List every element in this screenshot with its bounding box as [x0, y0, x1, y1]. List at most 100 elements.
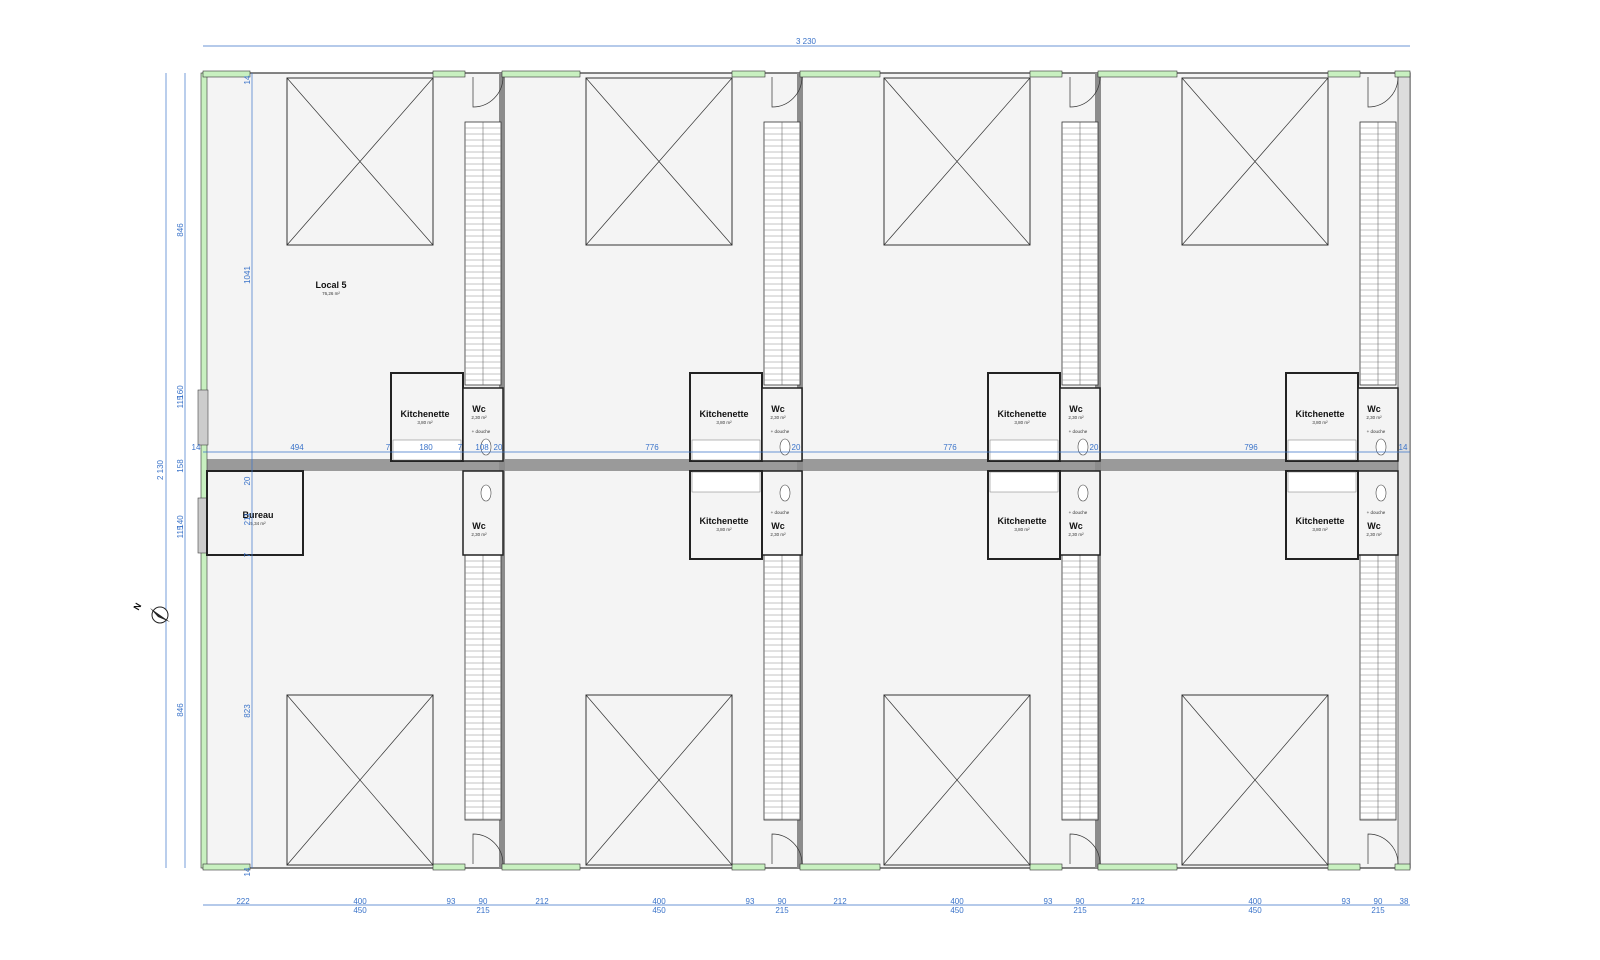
wc-room — [462, 470, 504, 556]
dimension-bottom-total: 215 — [476, 906, 490, 915]
wc-area: 2,30 m² — [770, 532, 786, 537]
dimension-bottom: 212 — [535, 897, 549, 906]
wc-label: Wc — [472, 404, 486, 414]
dimension-bottom: 38 — [1400, 897, 1409, 906]
wc-area: 2,30 m² — [1366, 415, 1382, 420]
bureau-room — [206, 470, 304, 556]
loading-door-zone — [1181, 77, 1329, 246]
bottom-window — [1029, 863, 1063, 871]
bureau-label: Bureau — [242, 510, 273, 520]
dimension-total-height: 2 130 — [156, 459, 165, 480]
wc-room — [1357, 470, 1399, 556]
dimension-corridor: 776 — [943, 443, 957, 452]
door-swing — [1069, 76, 1101, 108]
bureau-area: 5,34 m² — [250, 521, 266, 526]
dimension-bottom-total: 215 — [1073, 906, 1087, 915]
dimension-left: 115 — [176, 525, 185, 538]
dimension-bottom: 400 — [1248, 897, 1262, 906]
toilet-icon — [1375, 438, 1387, 456]
dimension-bottom-total: 450 — [1248, 906, 1262, 915]
wc-room — [761, 470, 803, 556]
wc-label: Wc — [771, 521, 785, 531]
dimension-corridor: 7 — [386, 443, 391, 452]
dimension-corridor: 108 — [475, 443, 489, 452]
dimension-bottom: 93 — [746, 897, 755, 906]
top-window — [1394, 70, 1411, 78]
dimension-left: 158 — [176, 459, 185, 473]
dimension-bottom-total: 450 — [353, 906, 367, 915]
east-wall — [1397, 72, 1411, 869]
room-label-local-5: Local 5 — [315, 280, 346, 290]
door-swing — [472, 833, 504, 865]
wc-area: 2,30 m² — [471, 415, 487, 420]
dimension-bottom: 222 — [236, 897, 250, 906]
unit-2 — [585, 76, 803, 866]
kitchenette-area: 3,80 m² — [1312, 527, 1328, 532]
toilet-icon — [779, 438, 791, 456]
loading-door-zone — [883, 694, 1031, 866]
top-window — [731, 70, 766, 78]
kitchenette-area: 3,80 m² — [1014, 420, 1030, 425]
loading-door-zone — [286, 77, 434, 246]
north-label: N — [131, 601, 143, 612]
wc-area: 2,30 m² — [1068, 532, 1084, 537]
dimension-bottom-total: 450 — [950, 906, 964, 915]
corridor-wall — [203, 459, 1410, 471]
dimension-left: 160 — [176, 385, 185, 399]
bottom-window — [501, 863, 581, 871]
wc-note: + douche — [1367, 510, 1386, 515]
loading-door-cross — [286, 694, 434, 866]
bottom-window — [1394, 863, 1411, 871]
dimension-bottom: 93 — [1342, 897, 1351, 906]
dimension-corridor: 7 — [458, 443, 463, 452]
bottom-window — [1327, 863, 1361, 871]
kitchen-counter — [1287, 439, 1357, 461]
bottom-window — [1097, 863, 1178, 871]
kitchenette-area: 3,80 m² — [1014, 527, 1030, 532]
loading-door-cross — [1181, 77, 1329, 246]
dimension-corridor: 14 — [1399, 443, 1408, 452]
kitchen-counter — [1287, 471, 1357, 493]
loading-door-zone — [883, 77, 1031, 246]
wc-note: + douche — [771, 510, 790, 515]
door-swing — [1069, 833, 1101, 865]
loading-door-cross — [286, 77, 434, 246]
dimension-interior: 14 — [243, 867, 252, 876]
dimension-interior: 14 — [243, 75, 252, 84]
toilet-icon — [1077, 484, 1089, 502]
loading-door-cross — [883, 77, 1031, 246]
top-window — [432, 70, 466, 78]
top-window — [501, 70, 581, 78]
loading-door-cross — [1181, 694, 1329, 866]
dimension-left: 846 — [176, 223, 185, 237]
wc-area: 2,30 m² — [1068, 415, 1084, 420]
dimension-bottom: 90 — [1076, 897, 1085, 906]
compass-needle-icon — [150, 608, 170, 622]
dimension-bottom: 400 — [652, 897, 666, 906]
wc-note: + douche — [771, 429, 790, 434]
kitchenette-area: 3,80 m² — [1312, 420, 1328, 425]
dimension-interior: 1041 — [243, 266, 252, 284]
wc-label: Wc — [1367, 521, 1381, 531]
dimension-bottom: 212 — [833, 897, 847, 906]
kitchenette-label: Kitchenette — [400, 409, 449, 419]
top-window — [1327, 70, 1361, 78]
loading-door-zone — [1181, 694, 1329, 866]
west-window — [197, 389, 209, 446]
top-window — [1097, 70, 1178, 78]
kitchenette-area: 3,80 m² — [716, 527, 732, 532]
kitchen-counter — [989, 471, 1059, 493]
top-window — [1029, 70, 1063, 78]
kitchenette-label: Kitchenette — [699, 516, 748, 526]
dimension-bottom: 212 — [1131, 897, 1145, 906]
kitchenette-label: Kitchenette — [997, 516, 1046, 526]
dimension-bottom: 90 — [1374, 897, 1383, 906]
kitchenette-label: Kitchenette — [1295, 516, 1344, 526]
dimension-interior: 7 — [243, 552, 252, 557]
loading-door-cross — [883, 694, 1031, 866]
dimension-interior: 823 — [243, 704, 252, 718]
kitchen-counter — [392, 439, 462, 461]
wc-room — [1059, 387, 1101, 462]
unit-4 — [1181, 76, 1399, 866]
bottom-window — [202, 863, 251, 871]
